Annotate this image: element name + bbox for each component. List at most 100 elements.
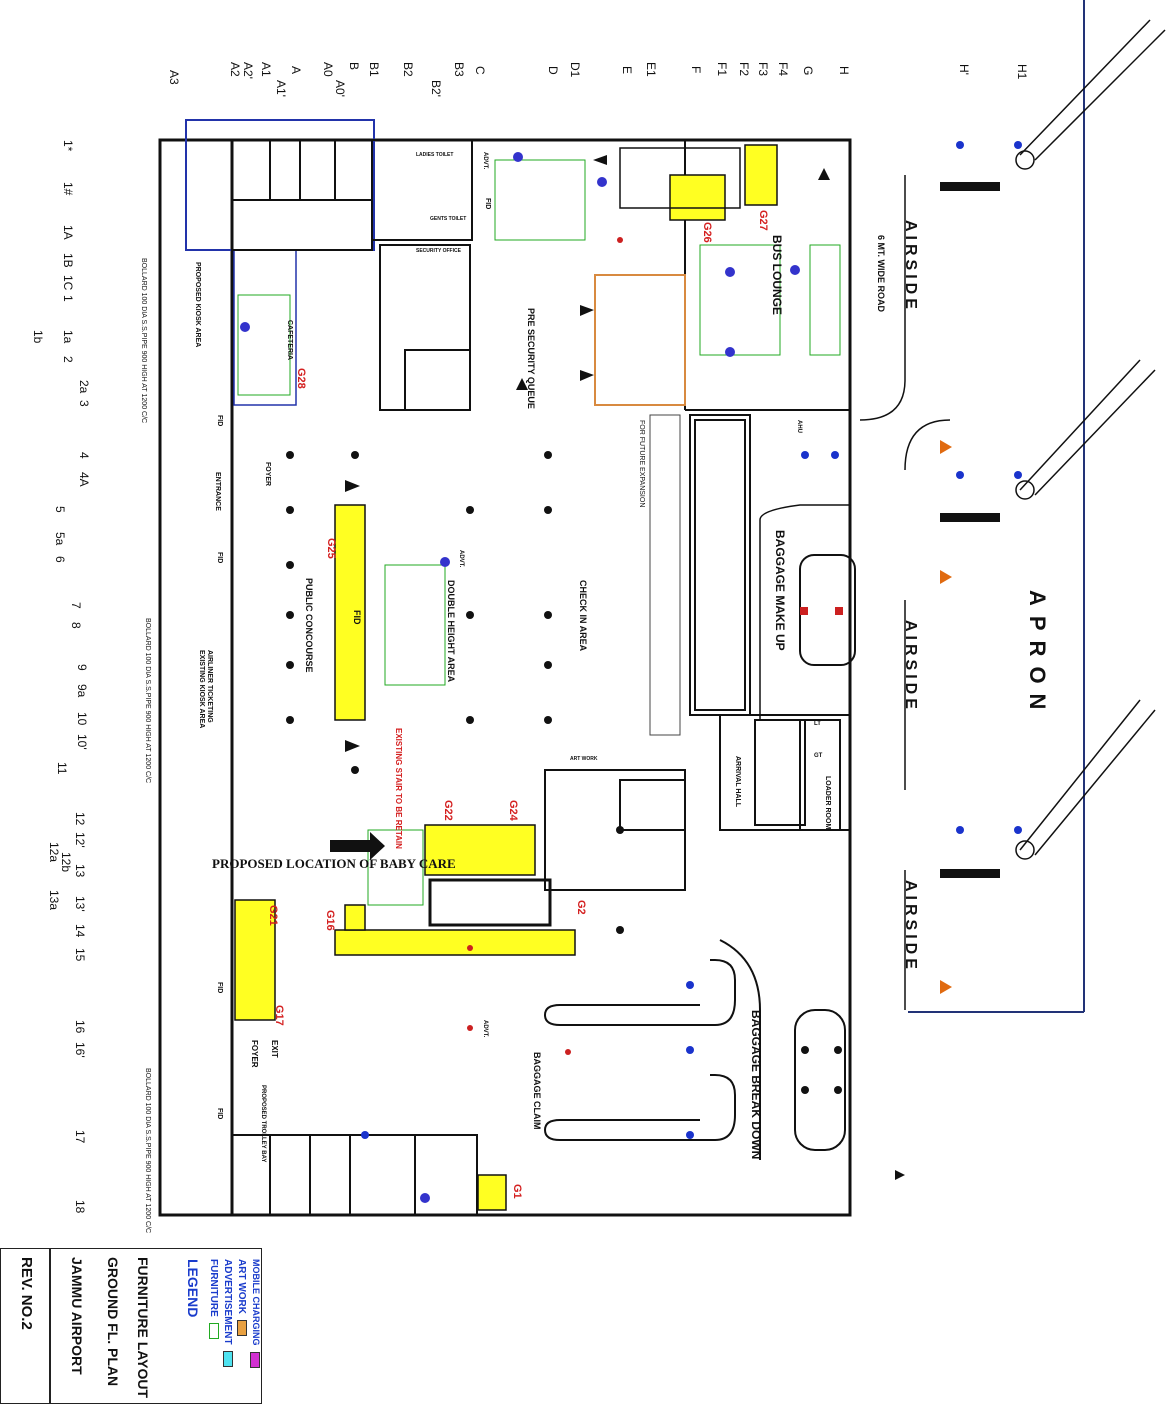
direction-arrows bbox=[330, 155, 830, 860]
fid-marker: FID bbox=[216, 982, 223, 993]
mobile-charging-swatch bbox=[250, 1351, 261, 1368]
grid-row-13: 13 bbox=[73, 864, 87, 878]
label-airliner-ticketing: AIRLINER TICKETING bbox=[206, 650, 213, 723]
label-pre-security: PRE SECURITY QUEUE bbox=[526, 308, 536, 409]
label-exit: EXIT bbox=[270, 1040, 279, 1058]
grid-row-11: 11 bbox=[55, 762, 69, 775]
sheet-info-cell: JAMMU AIRPORT GROUND FL. PLAN FURNITURE … bbox=[50, 1248, 262, 1404]
label-public-concourse: PUBLIC CONCOURSE bbox=[304, 578, 314, 673]
grid-row-14: 14 bbox=[73, 924, 87, 938]
label-ladies-toilet: LADIES TOILET bbox=[416, 152, 453, 158]
label-baggage-break-down: BAGGAGE BREAK DOWN bbox=[749, 1010, 763, 1159]
grid-row-3: 3 bbox=[77, 400, 91, 407]
label-security-office: SECURITY OFFICE bbox=[416, 248, 462, 254]
label-gents-toilet: GENTS TOILET bbox=[430, 216, 466, 222]
grid-row-5: 5 bbox=[53, 506, 67, 513]
gate-G21: G21 bbox=[267, 905, 279, 926]
grid-row-1hash: 1# bbox=[61, 182, 75, 196]
jet-bridges bbox=[1015, 19, 1166, 860]
title-block: REV. NO.2 JAMMU AIRPORT GROUND FL. PLAN … bbox=[0, 1128, 262, 1404]
grid-col-D: D bbox=[546, 66, 560, 75]
baggage-makeup-conveyor bbox=[689, 414, 856, 716]
label-wide-road: 6 MT. WIDE ROAD bbox=[876, 235, 886, 313]
legend-item-advertisement: ADVERTISEMENT bbox=[222, 1259, 233, 1367]
grid-col-F3: F3 bbox=[756, 62, 770, 76]
label-bus-lounge: BUS LOUNGE bbox=[770, 235, 784, 315]
grid-col-A1: A1 bbox=[259, 62, 273, 77]
advt-marker: ADVT. bbox=[482, 1020, 488, 1038]
blue-columns bbox=[361, 141, 1022, 1139]
grid-row-13p: 13' bbox=[73, 896, 87, 912]
grid-col-E1: E1 bbox=[644, 62, 658, 77]
grid-col-F4: F4 bbox=[776, 62, 790, 76]
gate-G2: G2 bbox=[575, 900, 587, 915]
label-apron: APRON bbox=[1025, 590, 1050, 719]
project-name: JAMMU AIRPORT bbox=[69, 1257, 85, 1375]
grid-row-9a: 9a bbox=[75, 684, 89, 698]
grid-col-H1: H1 bbox=[1015, 64, 1029, 80]
advt-marker: ADVT. bbox=[458, 550, 464, 568]
gate-G27: G27 bbox=[757, 210, 769, 231]
label-ahu: AHU bbox=[796, 420, 802, 433]
grid-row-5a: 5a bbox=[53, 532, 67, 546]
grid-row-2a: 2a bbox=[77, 380, 91, 394]
label-future-expansion: FOR FUTURE EXPANSION bbox=[638, 420, 645, 507]
gate-G24: G24 bbox=[507, 800, 519, 822]
grid-col-A2p: A2' bbox=[241, 62, 255, 79]
label-existing-kiosk: EXISTING KIOSK AREA bbox=[198, 650, 205, 728]
label-bollard-3: BOLLARD 100 DIA S.S.PIPE 900 HIGH AT 120… bbox=[144, 1068, 151, 1233]
label-check-in: CHECK IN AREA bbox=[578, 580, 588, 652]
grid-col-B: B bbox=[347, 62, 361, 70]
grid-row-16: 16 bbox=[73, 1020, 87, 1034]
red-markers bbox=[467, 237, 843, 1055]
grid-row-1B: 1B bbox=[61, 253, 75, 268]
grid-col-B1: B1 bbox=[367, 62, 381, 77]
label-baby-care: PROPOSED LOCATION OF BABY CARE bbox=[212, 856, 456, 871]
building-outline bbox=[158, 138, 852, 1217]
grid-row-10p: 10' bbox=[75, 734, 89, 750]
gate-G17: G17 bbox=[273, 1005, 285, 1026]
grid-row-6: 6 bbox=[53, 556, 67, 563]
grid-row-2: 2 bbox=[61, 356, 75, 363]
legend-item-art-work: ART WORK bbox=[236, 1259, 247, 1336]
grid-row-7: 7 bbox=[69, 602, 83, 609]
grid-col-A0p: A0' bbox=[333, 80, 347, 97]
label-airside-3: AIRSIDE bbox=[902, 880, 919, 973]
grid-row-4A: 4A bbox=[77, 472, 91, 487]
gate-G16: G16 bbox=[324, 910, 336, 931]
grid-col-F1: F1 bbox=[715, 62, 729, 76]
grid-row-1star: 1* bbox=[61, 140, 75, 152]
label-arrival-hall: ARRIVAL HALL bbox=[734, 756, 741, 808]
orange-triangles bbox=[940, 440, 952, 994]
grid-col-F: F bbox=[689, 66, 703, 73]
furniture-seating bbox=[237, 159, 841, 906]
grid-col-D1: D1 bbox=[568, 62, 582, 78]
fid-markers: FID FID FID FID FID FID ADVT. ADVT. ADVT… bbox=[216, 152, 491, 1119]
grid-column-labels: A3 A2 A2' A1 A1' A A0 A0' B B1 B2 B3 B2'… bbox=[167, 62, 1029, 97]
grid-row-1b: 1b bbox=[31, 330, 45, 344]
gate-G25: G25 bbox=[325, 538, 337, 559]
label-proposed-kiosk: PROPOSED KIOSK AREA bbox=[194, 262, 201, 347]
legend-title: LEGEND bbox=[185, 1259, 201, 1318]
advt-marker: ADVT. bbox=[482, 152, 488, 170]
grid-row-8: 8 bbox=[69, 622, 83, 629]
arrival-hall-walls bbox=[544, 714, 851, 891]
grid-row-12b: 12b bbox=[59, 852, 73, 872]
grid-col-F2: F2 bbox=[737, 62, 751, 76]
legend-item-furniture: FURNITURE bbox=[208, 1259, 219, 1339]
grid-col-H: H bbox=[837, 66, 851, 75]
label-entrance: ENTRANCE bbox=[214, 472, 221, 511]
service-rooms-top bbox=[231, 139, 473, 411]
grid-col-A0: A0 bbox=[321, 62, 335, 77]
bus-lounge-escalator bbox=[619, 147, 741, 209]
grid-row-12p: 12' bbox=[73, 832, 87, 848]
label-lt: LT bbox=[814, 721, 821, 727]
grid-col-E: E bbox=[620, 66, 634, 74]
fid-marker: FID bbox=[216, 552, 223, 563]
grid-col-B2: B2 bbox=[401, 62, 415, 77]
grid-row-18: 18 bbox=[73, 1200, 87, 1214]
legend-item-mobile-charging: MOBILE CHARGING bbox=[250, 1259, 261, 1368]
label-gt: GT bbox=[814, 753, 823, 759]
grid-col-B2p: B2' bbox=[429, 80, 443, 97]
gate-G28: G28 bbox=[295, 368, 307, 389]
